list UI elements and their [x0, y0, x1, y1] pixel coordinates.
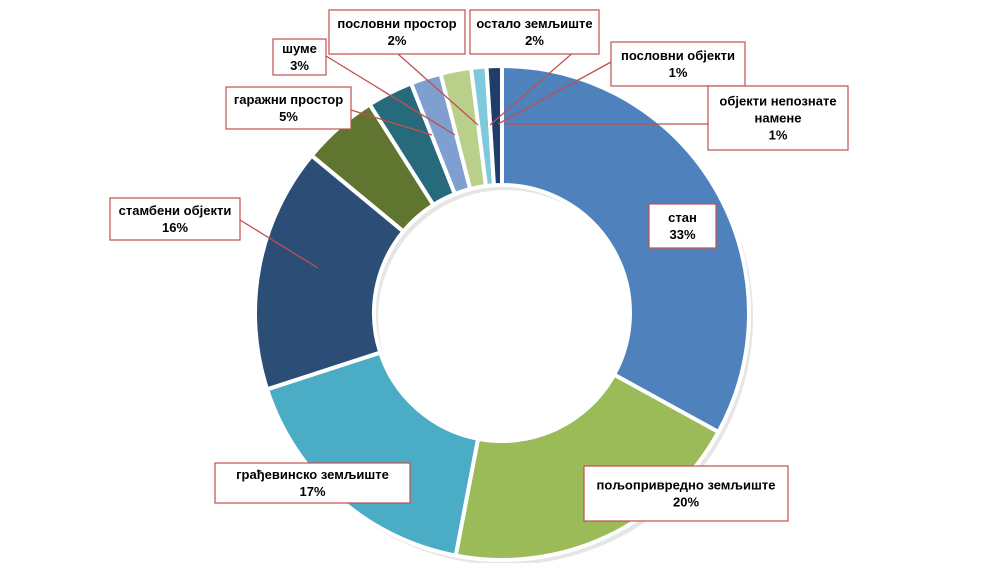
slice-percent-label: 1%	[669, 65, 688, 80]
slice-percent-label: 2%	[388, 33, 407, 48]
slice-category-label: шуме	[282, 41, 317, 56]
slice-category-label: грађевинско земљиште	[236, 467, 389, 482]
slice-percent-label: 1%	[769, 128, 788, 143]
leader-line-7	[397, 53, 479, 126]
label-box	[109, 197, 241, 241]
label-box	[469, 9, 600, 55]
leader-line-4	[239, 219, 319, 269]
donut-slice-3	[264, 350, 481, 558]
label-box	[610, 41, 746, 87]
data-label-4: стамбени објекти 16%	[109, 197, 241, 241]
label-box	[272, 38, 327, 76]
slice-category-label: пољопривредно земљиште	[597, 478, 776, 493]
donut-slice-10	[484, 63, 504, 188]
slice-category-label: стан	[668, 210, 697, 225]
label-box	[583, 465, 789, 522]
donut-slice-1	[500, 63, 751, 435]
slice-category-label: пословни простор	[337, 16, 456, 31]
data-label-10: објекти непознате намене 1%	[707, 85, 849, 151]
label-box	[214, 462, 411, 504]
label-box	[225, 86, 352, 130]
slice-category-label: гаражни простор	[234, 92, 343, 107]
data-label-3: грађевинско земљиште 17%	[214, 462, 411, 504]
data-label-5: гаражни простор 5%	[225, 86, 352, 130]
data-label-7: пословни простор 2%	[328, 9, 466, 55]
leader-line-6	[325, 55, 456, 136]
data-label-6: шуме 3%	[272, 38, 327, 76]
slice-percent-label: 3%	[290, 58, 309, 73]
leader-line-9	[497, 61, 612, 125]
donut-slices	[253, 63, 753, 563]
donut-slice-4	[253, 152, 407, 392]
slice-percent-label: 33%	[669, 227, 695, 242]
slice-category-label: остало земљиште	[476, 16, 592, 31]
data-label-8: остало земљиште 2%	[469, 9, 600, 55]
slice-category-label: пословни објекти	[621, 48, 735, 63]
data-label-1: стан 33%	[648, 203, 717, 249]
data-label-9: пословни објекти 1%	[610, 41, 746, 87]
slice-category-label: стамбени објекти	[119, 203, 232, 218]
slice-category-label: намене	[754, 111, 801, 126]
slice-percent-label: 16%	[162, 220, 188, 235]
data-label-2: пољопривредно земљиште 20%	[583, 465, 789, 522]
data-labels: стан 33% пољопривредно земљиште 20% грађевин…	[109, 9, 849, 522]
slice-percent-label: 2%	[525, 33, 544, 48]
label-box	[707, 85, 849, 151]
slice-percent-label: 20%	[673, 495, 699, 510]
slice-percent-label: 17%	[299, 484, 325, 499]
slice-category-label: објекти непознате	[719, 94, 836, 109]
label-box	[328, 9, 466, 55]
leader-line-5	[350, 109, 433, 136]
slice-percent-label: 5%	[279, 109, 298, 124]
label-box	[648, 203, 717, 249]
